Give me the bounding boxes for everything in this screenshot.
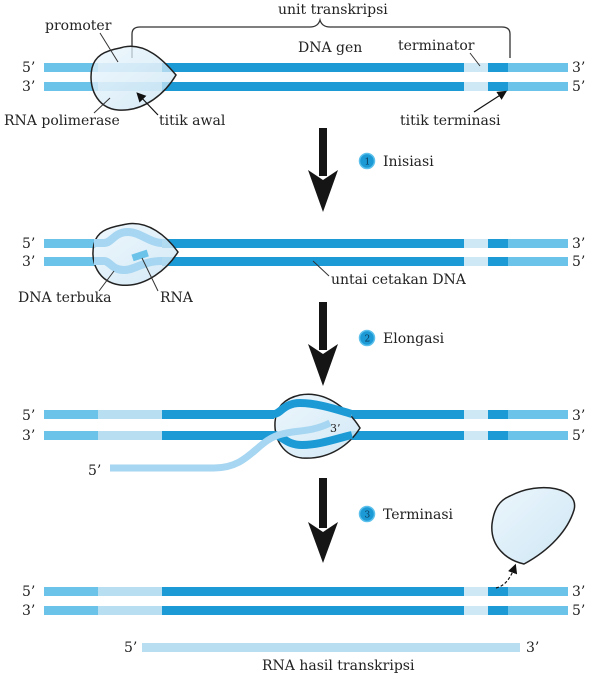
step-badge-1 bbox=[358, 152, 376, 170]
end-label-3prime-bottom: 3’ bbox=[22, 79, 35, 95]
panel-initial: unit transkripsi 5’ 3’ 3’ 5’ promoter DN… bbox=[4, 2, 585, 129]
label-rna-polymerase: RNA polimerase bbox=[4, 113, 120, 129]
end-label-5prime-top: 5’ bbox=[22, 236, 35, 252]
promoter-leader-line bbox=[99, 32, 119, 63]
end-label-5prime-bottom: 5’ bbox=[572, 603, 585, 619]
released-rna-polymerase bbox=[491, 486, 576, 565]
open-dna-bottom bbox=[94, 257, 163, 275]
step-badge-2 bbox=[358, 329, 376, 347]
step-2-elongation: 2 Elongasi bbox=[308, 302, 445, 386]
end-label-3prime-top: 3’ bbox=[572, 236, 585, 252]
step-label-1: Inisiasi bbox=[383, 154, 434, 170]
down-arrow-head bbox=[308, 522, 338, 563]
step-label-2: Elongasi bbox=[383, 331, 445, 347]
step-number-1: 1 bbox=[365, 158, 371, 168]
end-label-5prime-bottom: 5’ bbox=[572, 79, 585, 95]
end-label-3prime-top: 3’ bbox=[572, 408, 585, 424]
label-promoter: promoter bbox=[45, 18, 112, 34]
label-dna-gene: DNA gen bbox=[298, 40, 362, 56]
rna-transcript bbox=[110, 419, 332, 472]
rna-polymerase-shape bbox=[90, 45, 177, 111]
nascent-rna-segment bbox=[131, 249, 149, 262]
label-start-point: titik awal bbox=[159, 113, 226, 129]
down-arrow-shaft bbox=[319, 302, 327, 350]
down-arrow-shaft bbox=[319, 478, 327, 528]
label-transcription-unit: unit transkripsi bbox=[278, 2, 388, 18]
rna-5prime-end-label: 5’ bbox=[124, 640, 137, 656]
step-1-initiation: 1 Inisiasi bbox=[308, 128, 434, 212]
rna-leader-line bbox=[141, 257, 159, 292]
dna-top-strand bbox=[44, 587, 568, 596]
end-label-5prime-bottom: 5’ bbox=[572, 428, 585, 444]
end-label-5prime-top: 5’ bbox=[22, 408, 35, 424]
step-label-3: Terminasi bbox=[383, 507, 454, 523]
end-label-3prime-bottom: 3’ bbox=[22, 254, 35, 270]
rna-3prime-end-label: 3’ bbox=[330, 422, 341, 435]
polymerase-leader-line bbox=[93, 97, 111, 114]
dna-top-strand bbox=[44, 239, 568, 248]
dna-bottom-strand bbox=[44, 431, 568, 440]
label-open-dna: DNA terbuka bbox=[18, 290, 111, 306]
label-rna-transcript: RNA hasil transkripsi bbox=[262, 658, 415, 674]
label-termination-point: titik terminasi bbox=[400, 113, 501, 129]
termination-point-arrow bbox=[473, 90, 508, 113]
end-label-3prime-top: 3’ bbox=[572, 60, 585, 76]
open-dna-top bbox=[273, 398, 354, 418]
step-3-termination: 3 Terminasi bbox=[308, 478, 454, 563]
down-arrow-head bbox=[308, 344, 338, 386]
dna-bottom-strand bbox=[44, 606, 568, 615]
open-dna-leader-line bbox=[98, 270, 115, 292]
label-terminator: terminator bbox=[398, 38, 475, 54]
start-point-arrow bbox=[136, 92, 159, 116]
step-number-2: 2 bbox=[365, 335, 371, 345]
release-arrow bbox=[495, 563, 518, 589]
step-badge-3 bbox=[358, 505, 376, 523]
end-label-5prime-bottom: 5’ bbox=[572, 254, 585, 270]
step-number-3: 3 bbox=[365, 511, 371, 521]
rna-transcript-product bbox=[142, 643, 520, 652]
panel-elongation: 5’ 3’ 3’ 5’ 5’ 3’ bbox=[22, 393, 585, 479]
end-label-3prime-bottom: 3’ bbox=[22, 603, 35, 619]
end-label-5prime-top: 5’ bbox=[22, 584, 35, 600]
end-label-5prime-top: 5’ bbox=[22, 60, 35, 76]
down-arrow-shaft bbox=[319, 128, 327, 176]
down-arrow-head bbox=[308, 170, 338, 212]
end-label-3prime-top: 3’ bbox=[572, 584, 585, 600]
rna-3prime-end-label: 3’ bbox=[526, 640, 539, 656]
open-dna-top bbox=[94, 227, 163, 247]
template-leader-line bbox=[312, 260, 330, 277]
panel-termination: 5’ 3’ 3’ 5’ 5’ 3’ RNA hasil transkripsi bbox=[22, 486, 585, 674]
rna-5prime-end-label: 5’ bbox=[88, 463, 101, 479]
panel-initiation: 5’ 3’ 3’ 5’ DNA terbuka RNA untai cetaka… bbox=[18, 222, 585, 306]
dna-top-strand bbox=[44, 410, 568, 419]
end-label-3prime-bottom: 3’ bbox=[22, 428, 35, 444]
label-template-strand: untai cetakan DNA bbox=[331, 272, 467, 288]
label-rna: RNA bbox=[160, 290, 194, 306]
terminator-leader-line bbox=[469, 52, 481, 67]
transcription-unit-bracket bbox=[131, 17, 511, 58]
